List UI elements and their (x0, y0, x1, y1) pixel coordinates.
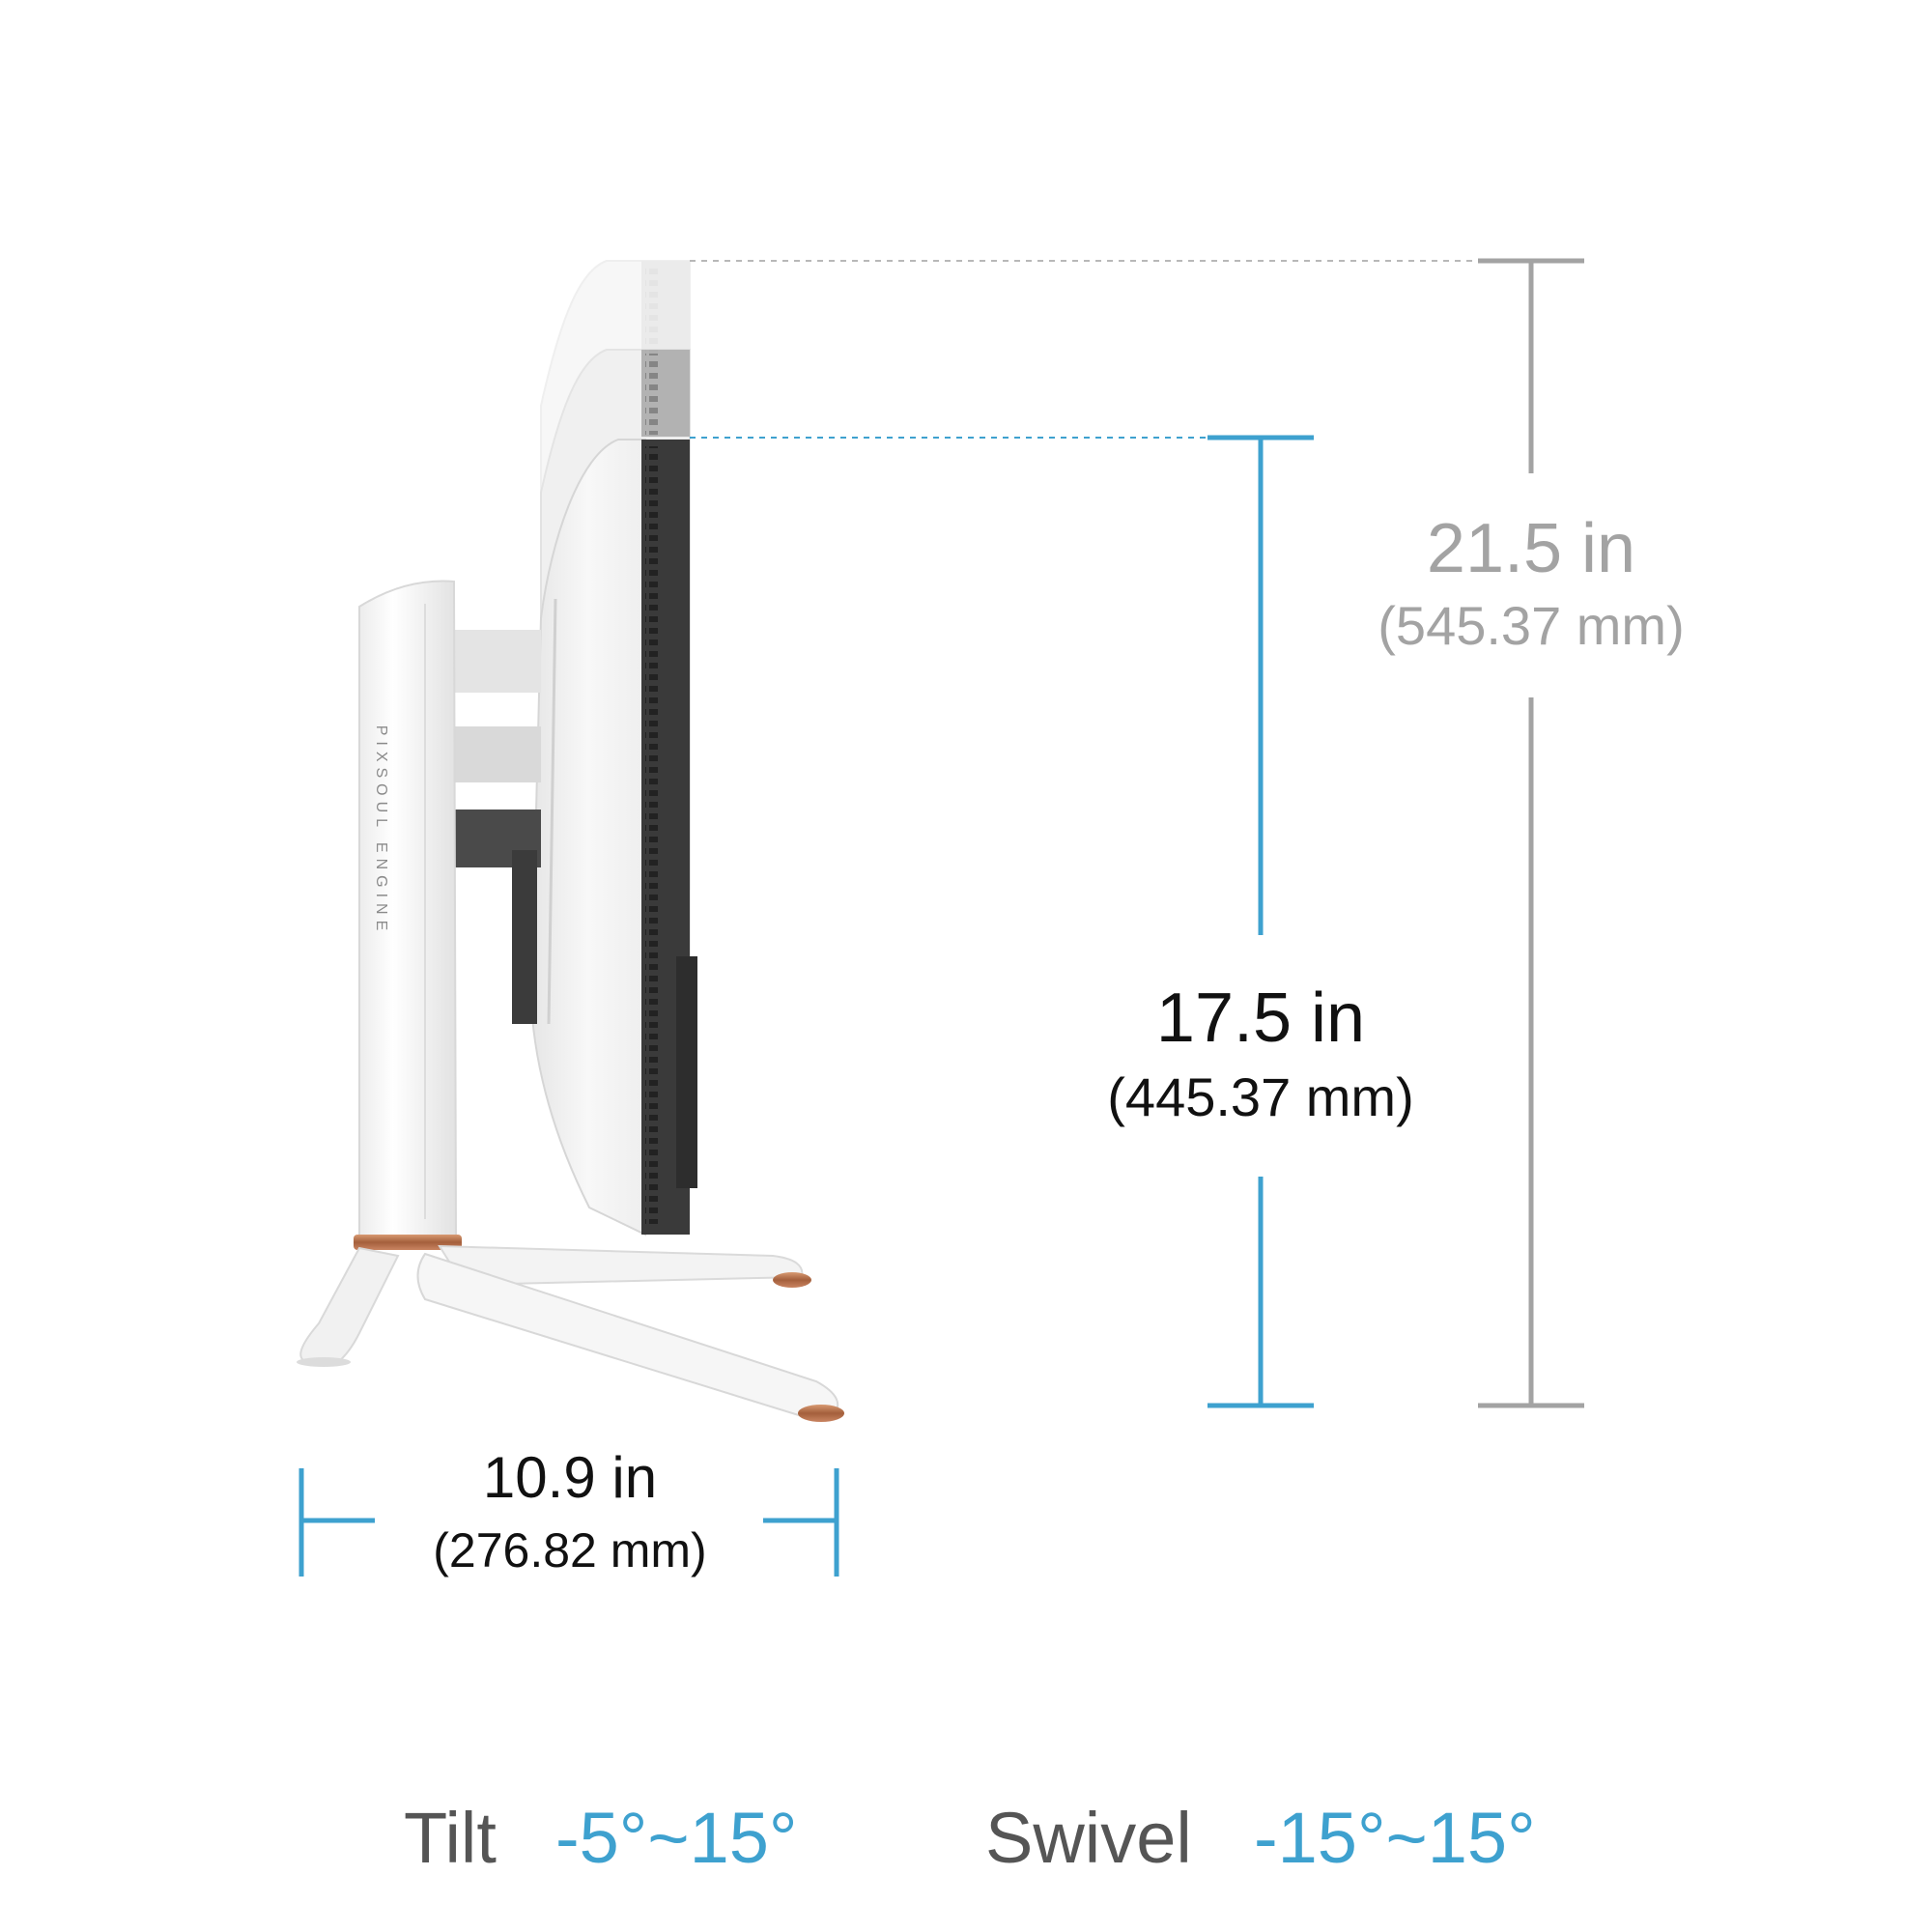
total-height-mm-label: (545.37 mm) (1378, 595, 1685, 656)
mount-arm-mid (454, 726, 541, 782)
mount-arm-upper (454, 630, 541, 693)
swivel-value: -15°~15° (1254, 1798, 1536, 1878)
base-depth-label: 10.9 in (482, 1445, 658, 1510)
copper-ring (354, 1235, 462, 1250)
copper-foot-rear (773, 1272, 811, 1288)
stand-column (358, 580, 458, 1237)
stand-brand-text: PIXSOUL ENGINE (373, 725, 389, 937)
dimension-total-height (1478, 258, 1584, 1408)
monitor-side-view: PIXSOUL ENGINE (297, 260, 844, 1422)
base-leg-front (299, 1246, 400, 1363)
dimension-adjust-height (1208, 435, 1314, 1408)
adjust-height-label: 17.5 in (1155, 980, 1366, 1057)
adjust-height-mm-label: (445.37 mm) (1107, 1066, 1414, 1127)
dimension-base-depth (298, 1468, 839, 1577)
tilt-label: Tilt (404, 1798, 497, 1878)
rubber-foot-left (297, 1357, 351, 1367)
copper-foot-front (798, 1405, 844, 1422)
monitor-vents (645, 446, 659, 1224)
tilt-value: -5°~15° (555, 1798, 798, 1878)
total-height-label: 21.5 in (1426, 510, 1636, 587)
swivel-label: Swivel (985, 1798, 1192, 1878)
base-depth-mm-label: (276.82 mm) (433, 1523, 707, 1577)
